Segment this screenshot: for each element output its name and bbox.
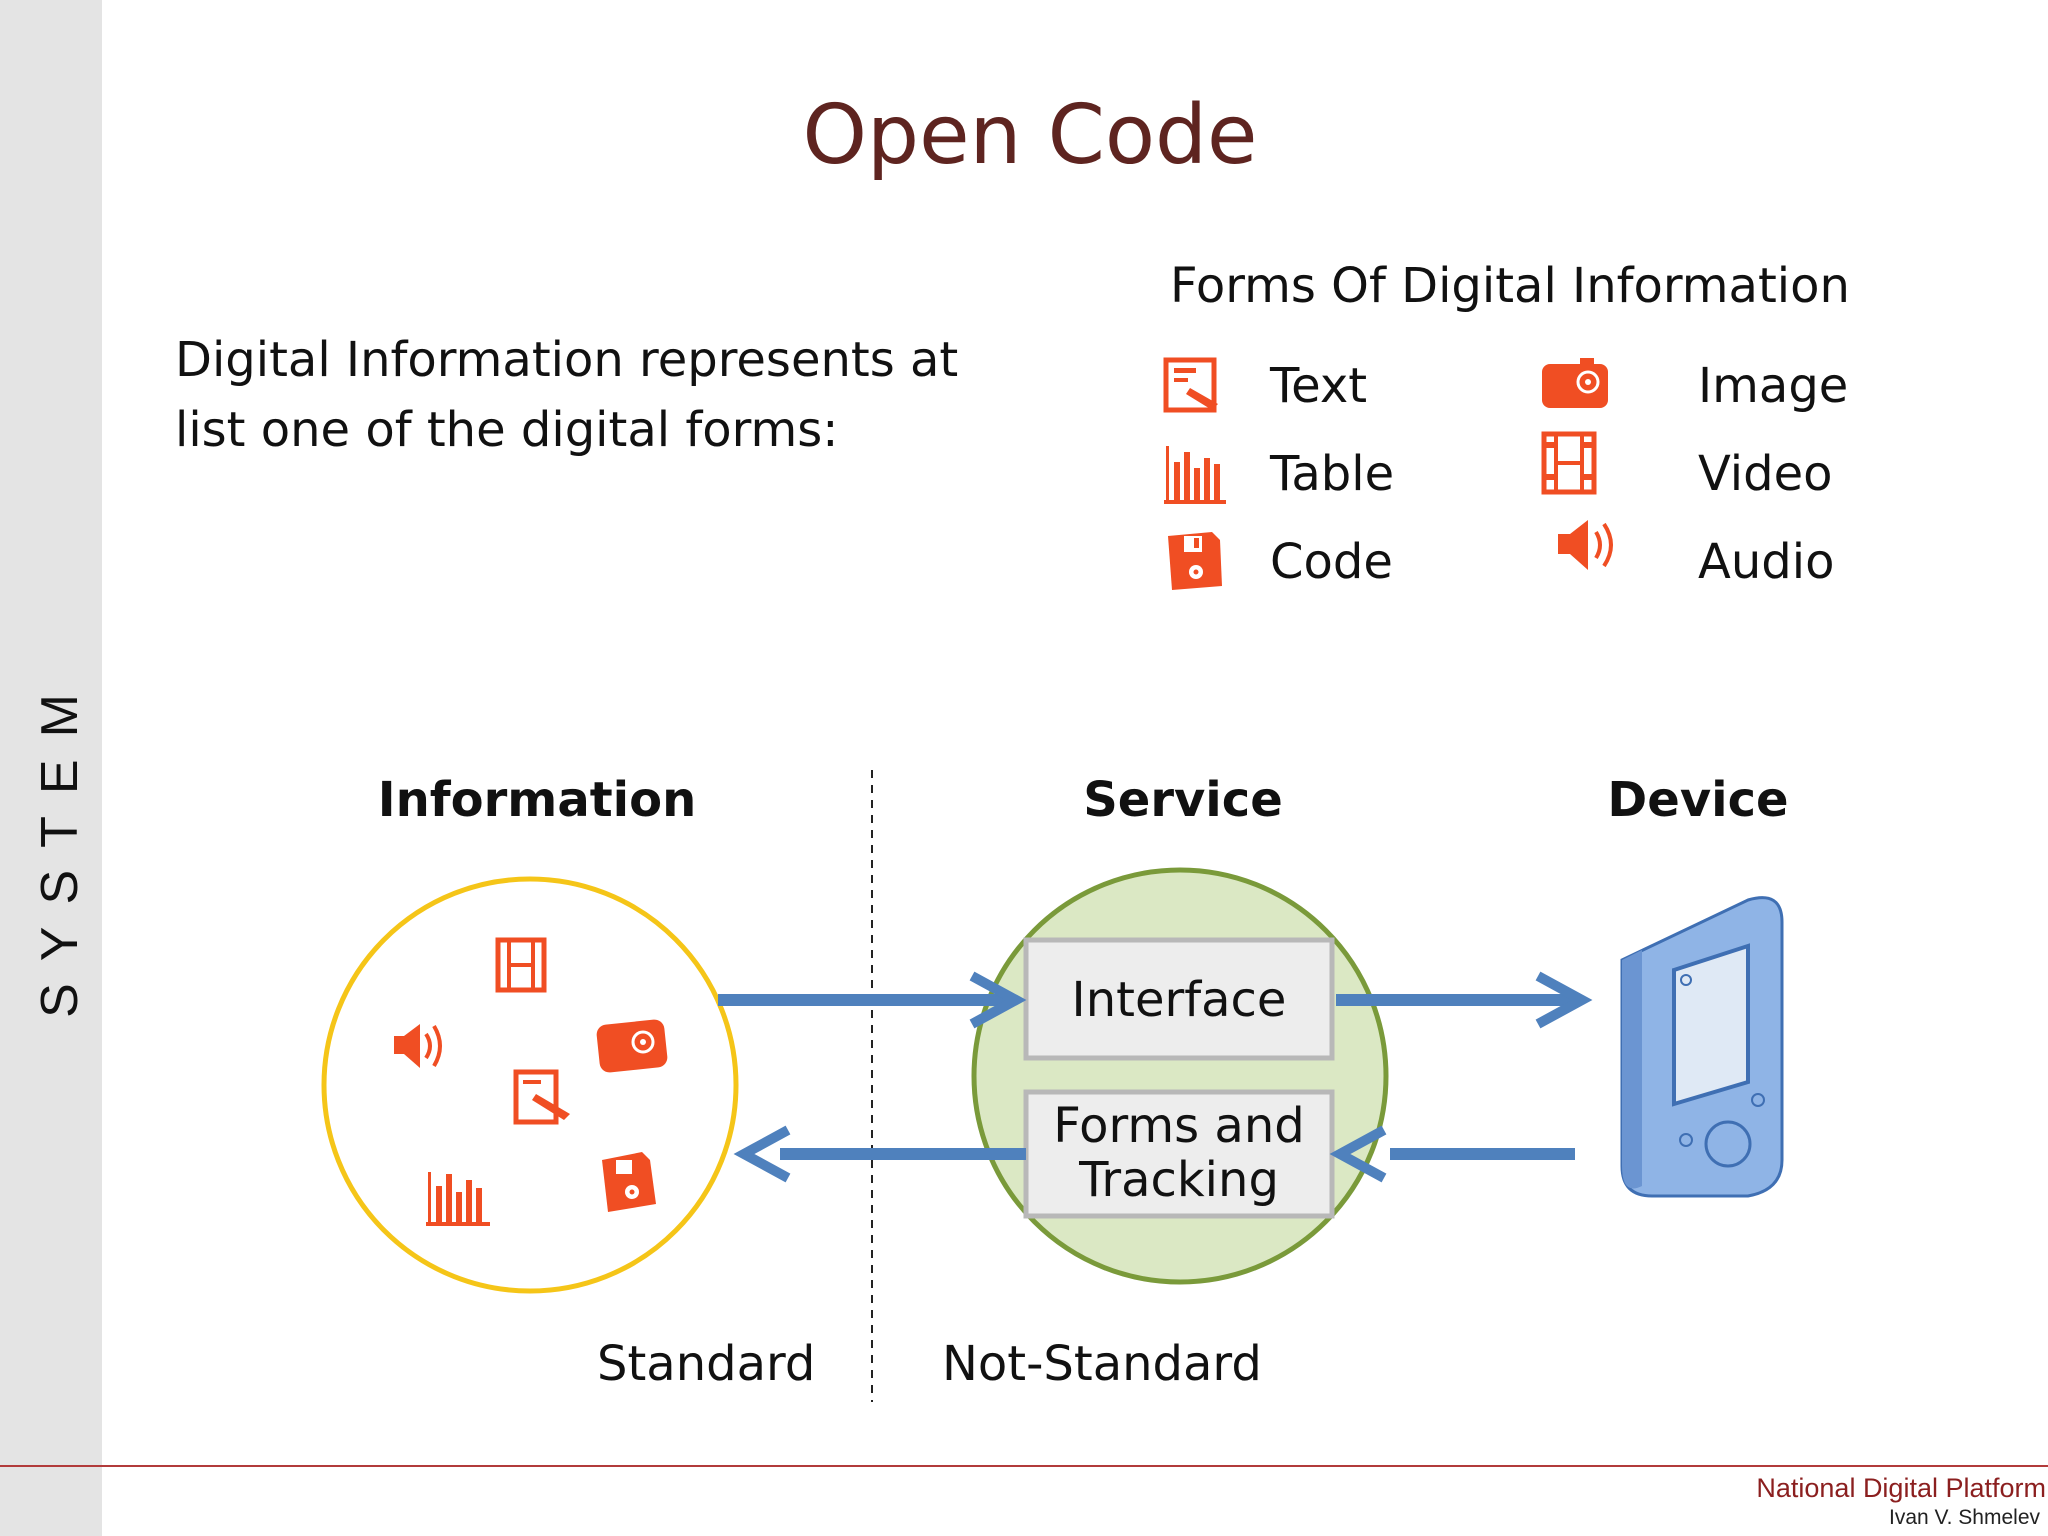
speaker-icon (1558, 520, 1613, 570)
film-strip-icon (495, 937, 547, 993)
bar-chart-icon (426, 1172, 490, 1226)
text-document-icon (1163, 357, 1218, 413)
film-strip-icon (1541, 431, 1597, 495)
handheld-device-icon (1620, 896, 1784, 1198)
form-label-code: Code (1270, 534, 1393, 590)
form-label-text: Text (1270, 358, 1368, 414)
form-label-image: Image (1698, 358, 1849, 414)
footer-author: Ivan V. Shmelev (1889, 1506, 2040, 1529)
arrow-tracking-to-information (733, 1125, 1026, 1183)
service-circle (971, 867, 1389, 1285)
intro-text: Digital Information represents at list o… (175, 332, 959, 458)
tracking-label-line-2: Tracking (1078, 1152, 1279, 1208)
sidebar: SYSTEM (0, 0, 102, 1536)
arrow-information-to-interface (718, 971, 1027, 1029)
camera-icon (596, 1019, 668, 1073)
camera-icon (1542, 358, 1608, 408)
page-title: Open Code (802, 88, 1258, 183)
column-heading-information: Information (377, 772, 697, 828)
footer-brand: National Digital Platform (1756, 1473, 2046, 1503)
arrow-device-to-tracking (1329, 1125, 1575, 1183)
standard-label: Standard (597, 1336, 816, 1392)
floppy-disk-icon (1168, 532, 1222, 590)
floppy-disk-icon (602, 1152, 656, 1212)
speaker-icon (394, 1024, 442, 1068)
arrow-interface-to-device (1336, 971, 1593, 1029)
text-document-icon (513, 1069, 570, 1125)
forms-heading: Forms Of Digital Information (1170, 258, 1850, 314)
not-standard-label: Not-Standard (942, 1336, 1262, 1392)
column-heading-device: Device (1607, 772, 1789, 828)
tracking-label-line-1: Forms and (1053, 1098, 1304, 1154)
interface-label: Interface (1072, 972, 1287, 1028)
interface-box (1023, 937, 1335, 1061)
bar-chart-icon (1164, 446, 1226, 504)
footer-divider (0, 1465, 2048, 1467)
form-label-table: Table (1270, 446, 1395, 502)
column-heading-service: Service (1083, 772, 1283, 828)
form-label-audio: Audio (1698, 534, 1835, 590)
form-label-video: Video (1698, 446, 1833, 502)
